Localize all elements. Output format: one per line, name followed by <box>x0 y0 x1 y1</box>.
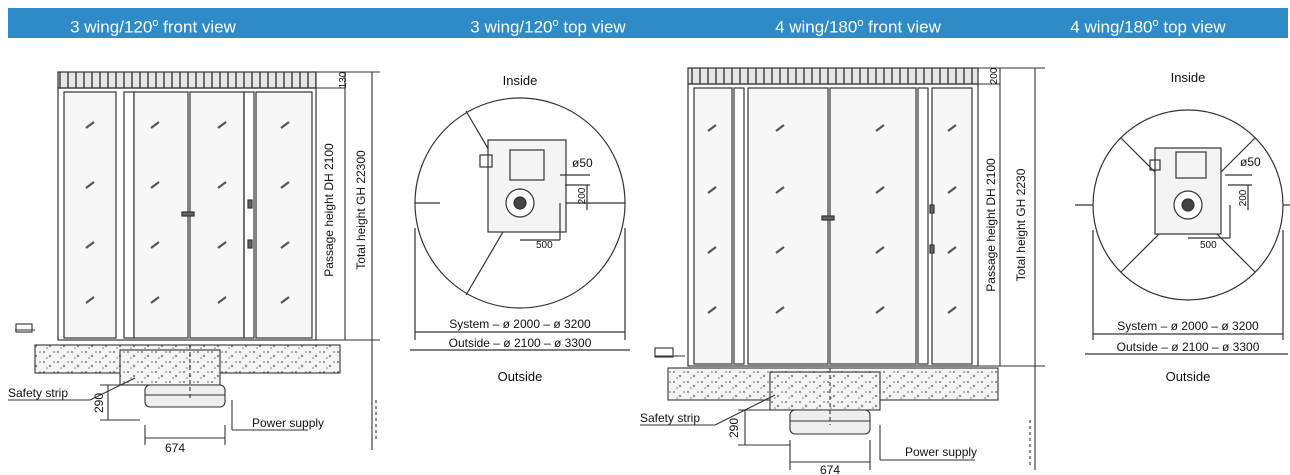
header-front-view-3-wing: 3 wing/120o front view <box>70 17 236 37</box>
front2-panel-center-left <box>747 87 829 365</box>
header-front-view-4-wing: 4 wing/180o front view <box>775 17 941 37</box>
front1-frame <box>57 87 317 341</box>
top2-outside: Outside <box>1166 369 1211 384</box>
front2-panel-left <box>693 87 733 365</box>
header-top-view-3-wing: 3 wing/120o top view <box>470 17 626 37</box>
front1-passage-height: Passage height DH 2100 <box>322 143 336 277</box>
top1-outside: Outside <box>498 369 543 384</box>
top1-diameter: ø50 <box>572 156 593 170</box>
top1-system-dim: System – ø 2000 – ø 3200 <box>449 317 591 331</box>
top-view-4-wing <box>1075 109 1290 355</box>
top2-outside-dim: Outside – ø 2100 – ø 3300 <box>1117 340 1260 354</box>
front1-labels: 130 Passage height DH 2100 Total height … <box>8 71 368 455</box>
front2-panel-center-right <box>829 87 917 365</box>
front2-frame <box>687 83 979 367</box>
front1-top-beam <box>57 71 317 89</box>
front2-floor-symbol <box>654 347 674 358</box>
front1-handle <box>181 211 195 217</box>
front2-hinge-2 <box>929 244 935 254</box>
top1-dim-500: 500 <box>536 240 553 251</box>
front1-panel-center-left <box>133 91 189 339</box>
top1-dim-200: 200 <box>577 187 588 204</box>
front-view-3-wing <box>57 71 317 341</box>
front1-hinge-2 <box>247 239 253 249</box>
front1-hinge-1 <box>247 199 253 209</box>
front2-power-supply: Power supply <box>905 445 977 459</box>
front2-post-left <box>733 87 745 365</box>
top2-box-small <box>1149 159 1161 171</box>
front-view-4-wing <box>687 67 979 367</box>
front2-passage-height: Passage height DH 2100 <box>984 158 998 292</box>
top2-labels: Inside ø50 200 500 System – ø 2000 – ø 3… <box>1117 70 1261 384</box>
top2-hub <box>1181 198 1195 212</box>
front2-handle <box>821 215 835 221</box>
top2-motor <box>1175 151 1207 179</box>
front1-depth-dim: 290 <box>92 393 106 413</box>
front2-safety-strip: Safety strip <box>640 411 700 425</box>
top1-motor <box>509 149 545 181</box>
front2-ground <box>640 67 1045 470</box>
top1-labels: Inside ø50 200 500 System – ø 2000 – ø 3… <box>449 73 593 384</box>
top2-dim-500: 500 <box>1200 240 1217 251</box>
top1-inside: Inside <box>503 73 538 88</box>
front2-top-dim: 200 <box>989 67 1000 84</box>
top-view-3-wing <box>410 97 630 351</box>
front2-pit <box>769 371 881 411</box>
header-top-view-4-wing: 4 wing/180o top view <box>1070 17 1226 37</box>
front2-width-dim: 674 <box>820 463 840 475</box>
front2-panel-right <box>931 87 973 365</box>
front2-labels: 200 Passage height DH 2100 Total height … <box>640 67 1028 475</box>
top1-box-small <box>479 154 493 168</box>
top2-inside: Inside <box>1171 70 1206 85</box>
header-bar: 3 wing/120o front view 3 wing/120o top v… <box>8 8 1288 38</box>
top1-drive-box <box>487 139 567 233</box>
front2-post-right <box>917 87 929 365</box>
front2-top-beam <box>687 67 979 85</box>
front1-drive-unit <box>144 384 226 408</box>
top1-hub <box>513 196 527 210</box>
front2-total-height: Total height GH 2230 <box>1014 168 1028 281</box>
front1-panel-center-right <box>189 91 245 339</box>
front1-panel-left <box>63 91 117 339</box>
front1-post-left <box>123 91 135 339</box>
front1-post-right <box>243 91 255 339</box>
front1-total-height: Total height GH 22300 <box>354 150 368 270</box>
top2-diameter: ø50 <box>1240 155 1261 169</box>
top2-dim-200: 200 <box>1238 189 1249 206</box>
front1-panel-right <box>255 91 313 339</box>
front1-ground <box>8 71 380 450</box>
front2-hinge-1 <box>929 204 935 214</box>
front1-width-dim: 674 <box>165 441 185 455</box>
front1-floor-symbol <box>15 323 33 333</box>
front1-top-dim: 130 <box>338 71 349 88</box>
front1-safety-strip: Safety strip <box>8 386 68 400</box>
front1-power-supply: Power supply <box>252 416 324 430</box>
top1-outside-dim: Outside – ø 2100 – ø 3300 <box>449 336 592 350</box>
top2-system-dim: System – ø 2000 – ø 3200 <box>1117 319 1259 333</box>
front1-pit <box>119 349 221 386</box>
front2-depth-dim: 290 <box>727 418 741 438</box>
